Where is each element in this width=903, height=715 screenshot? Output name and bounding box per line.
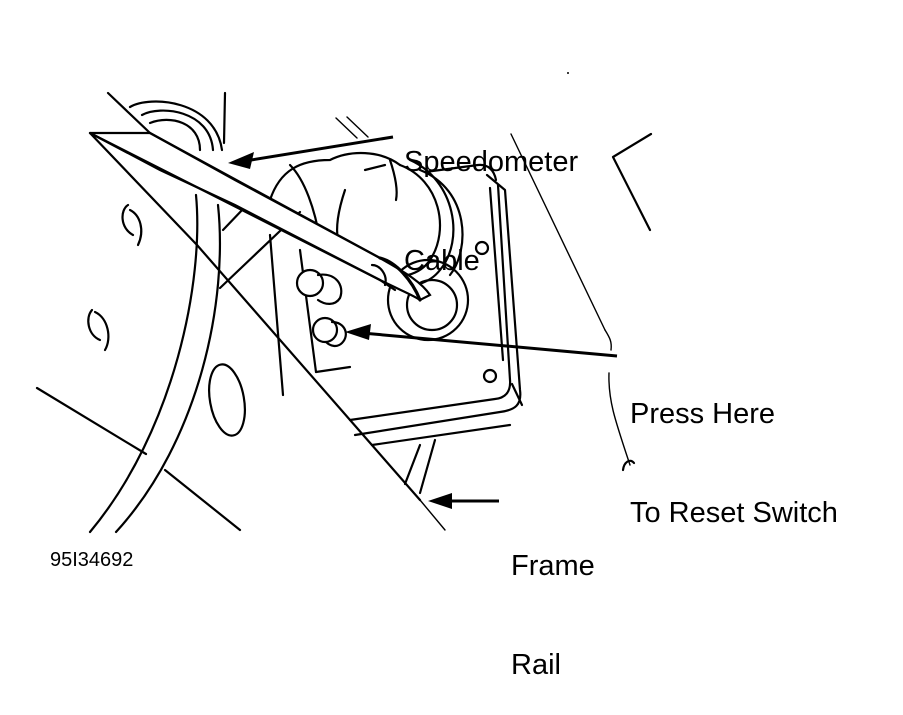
callout-reset-switch-line2: To Reset Switch (630, 497, 838, 529)
callout-speedometer-cable-line2: Cable (404, 245, 480, 277)
callout-speedometer-cable-line1: Speedometer (404, 146, 579, 178)
switch-bracket (348, 163, 524, 495)
grommet (128, 100, 224, 152)
speedometer-cable (88, 131, 432, 302)
callout-frame-rail: Frame Rail (511, 484, 595, 715)
callout-speedometer-cable: Speedometer Cable (404, 80, 578, 311)
background-structure (335, 72, 653, 472)
panel-holes (87, 203, 246, 437)
callout-reset-switch: Press Here To Reset Switch (630, 332, 838, 563)
callout-reset-switch-line1: Press Here (630, 398, 776, 430)
leader-speedometer-cable (228, 135, 394, 169)
figure-id: 95I34692 (50, 549, 134, 571)
diagram-drawing (35, 72, 653, 534)
leader-frame-rail (428, 493, 499, 509)
callout-frame-rail-line1: Frame (511, 550, 595, 582)
leader-reset-switch (345, 324, 618, 358)
body-panel (35, 91, 242, 534)
reset-switch (295, 268, 347, 348)
callout-frame-rail-line2: Rail (511, 649, 561, 681)
